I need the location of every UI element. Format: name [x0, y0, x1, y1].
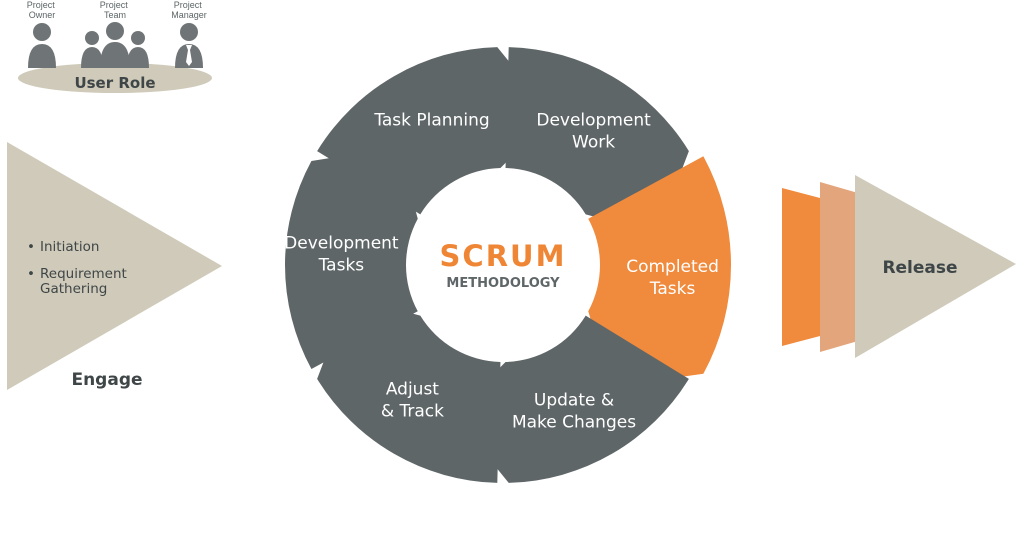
segment-label-adjust-track: Adjust& Track [381, 379, 444, 421]
segment-development-work [505, 47, 689, 234]
engage-title: Engage [71, 370, 142, 390]
center-circle [411, 173, 595, 357]
center-title: SCRUM [440, 239, 567, 273]
engage-triangle [7, 142, 222, 390]
scrum-center: SCRUM METHODOLOGY [411, 173, 595, 357]
segment-update-make-changes [453, 315, 689, 483]
engage-item-bullet: • [27, 266, 35, 282]
user-role-title: User Role [74, 74, 155, 92]
release-triangle [855, 175, 1016, 358]
role-team-label: Project Team [100, 0, 131, 20]
person-owner-icon [28, 23, 56, 68]
person-team-icon [81, 22, 149, 68]
engage-stage: • Initiation • Requirement Gathering Eng… [7, 142, 222, 390]
engage-item-initiation: Initiation [40, 239, 99, 255]
scrum-cycle [285, 47, 731, 483]
release-chevron-2 [820, 182, 858, 352]
segment-development-tasks [285, 147, 418, 370]
release-stage: Release [782, 175, 1016, 358]
segment-label-update-make-changes: Update &Make Changes [512, 391, 636, 433]
engage-item-requirement: Requirement Gathering [40, 266, 131, 297]
user-role-platform [18, 63, 212, 93]
role-manager-label: Project Manager [171, 0, 207, 20]
segment-label-task-planning: Task Planning [373, 110, 489, 130]
engage-item-bullet: • [27, 239, 35, 255]
segment-adjust-track [317, 296, 501, 483]
role-owner-label: Project Owner [27, 0, 58, 20]
release-title: Release [882, 258, 957, 278]
release-chevron-1 [782, 188, 820, 346]
segment-completed-tasks [588, 156, 731, 387]
center-subtitle: METHODOLOGY [446, 276, 560, 291]
person-manager-icon [175, 23, 203, 68]
user-role-group: Project Owner Project Team Project Manag… [18, 0, 212, 93]
